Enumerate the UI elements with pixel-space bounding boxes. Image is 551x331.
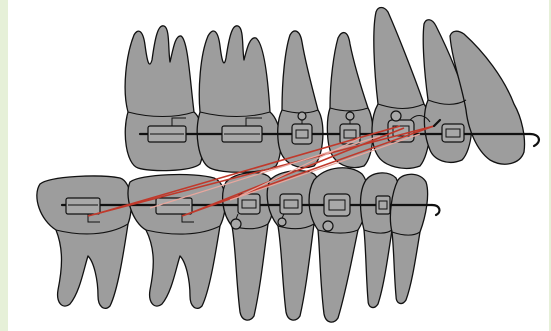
upper-archwire-end-hook [530, 134, 539, 146]
lower-archwire-end-hook [432, 205, 439, 215]
lower-molar-2 [128, 175, 225, 309]
upper-molar-1 [125, 26, 203, 171]
lower-lateral-incisor-bracket [376, 196, 390, 214]
lower-central-incisor [390, 174, 427, 303]
upper-molar-2 [197, 26, 281, 172]
upper-lateral-incisor-bracket [442, 124, 464, 142]
lower-molar-1 [37, 176, 131, 308]
upper-premolar-1 [278, 31, 323, 168]
orthodontic-diagram-frame [8, 0, 549, 331]
lower-canine [309, 168, 368, 322]
orthodontic-braces-diagram [8, 0, 549, 331]
upper-arch [125, 8, 539, 173]
lower-arch [37, 168, 440, 322]
